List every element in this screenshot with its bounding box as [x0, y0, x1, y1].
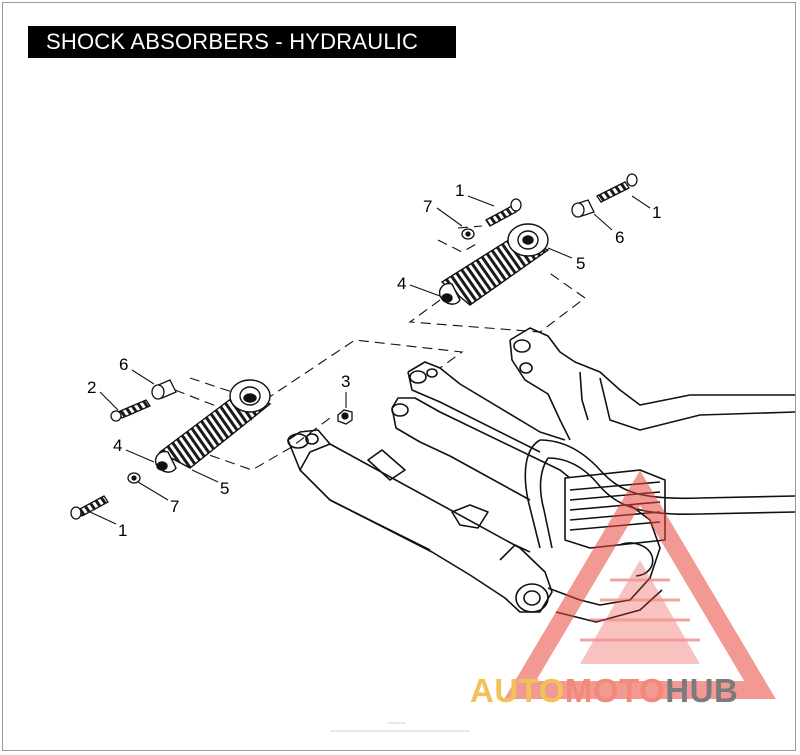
bolt-top-right — [596, 173, 638, 203]
bushing-top — [571, 199, 595, 218]
hardware — [70, 173, 638, 520]
callout-6-left: 6 — [119, 355, 128, 374]
bolt-top-left — [485, 198, 522, 227]
callout-4-top: 4 — [397, 274, 406, 293]
callout-7-top: 7 — [423, 197, 432, 216]
bolt-left-2 — [110, 399, 151, 422]
callout-1-bottom: 1 — [118, 521, 127, 540]
bolt-bottom — [70, 495, 109, 520]
brand-part-auto: AUTO — [470, 672, 565, 709]
frame-swingarm-assembly — [287, 327, 796, 623]
callout-5-left: 5 — [220, 479, 229, 498]
page-title: SHOCK ABSORBERS - HYDRAULIC — [28, 26, 456, 58]
callout-6-top: 6 — [615, 228, 624, 247]
callout-4-left: 4 — [113, 436, 122, 455]
callout-leaders — [89, 195, 651, 525]
nut-3 — [337, 409, 353, 425]
title-text: SHOCK ABSORBERS - HYDRAULIC — [46, 29, 419, 54]
callout-3: 3 — [341, 372, 350, 391]
brand-part-hub: HUB — [665, 672, 739, 709]
callout-7-left: 7 — [170, 497, 179, 516]
swingarm-arm — [287, 429, 553, 613]
frame-right-mount — [509, 327, 795, 406]
shock-absorber-left — [154, 379, 272, 473]
callout-1-top-left: 1 — [455, 181, 464, 200]
bushing-left — [151, 379, 177, 400]
callout-numbers: 1 7 1 6 5 4 6 2 3 4 5 7 1 — [87, 181, 661, 540]
frame-curved-tube — [539, 439, 796, 500]
callout-1-top-right: 1 — [652, 203, 661, 222]
brand-part-moto: MOTO — [564, 672, 666, 709]
callout-2-left: 2 — [87, 378, 96, 397]
footer-marks — [330, 722, 470, 732]
shock-absorber-top — [438, 223, 550, 306]
frame-upper-tube — [407, 361, 566, 441]
watermark-brand: AUTOMOTOHUB — [470, 672, 800, 712]
callout-5-top: 5 — [576, 254, 585, 273]
watermark-logo-triangle — [504, 470, 776, 699]
